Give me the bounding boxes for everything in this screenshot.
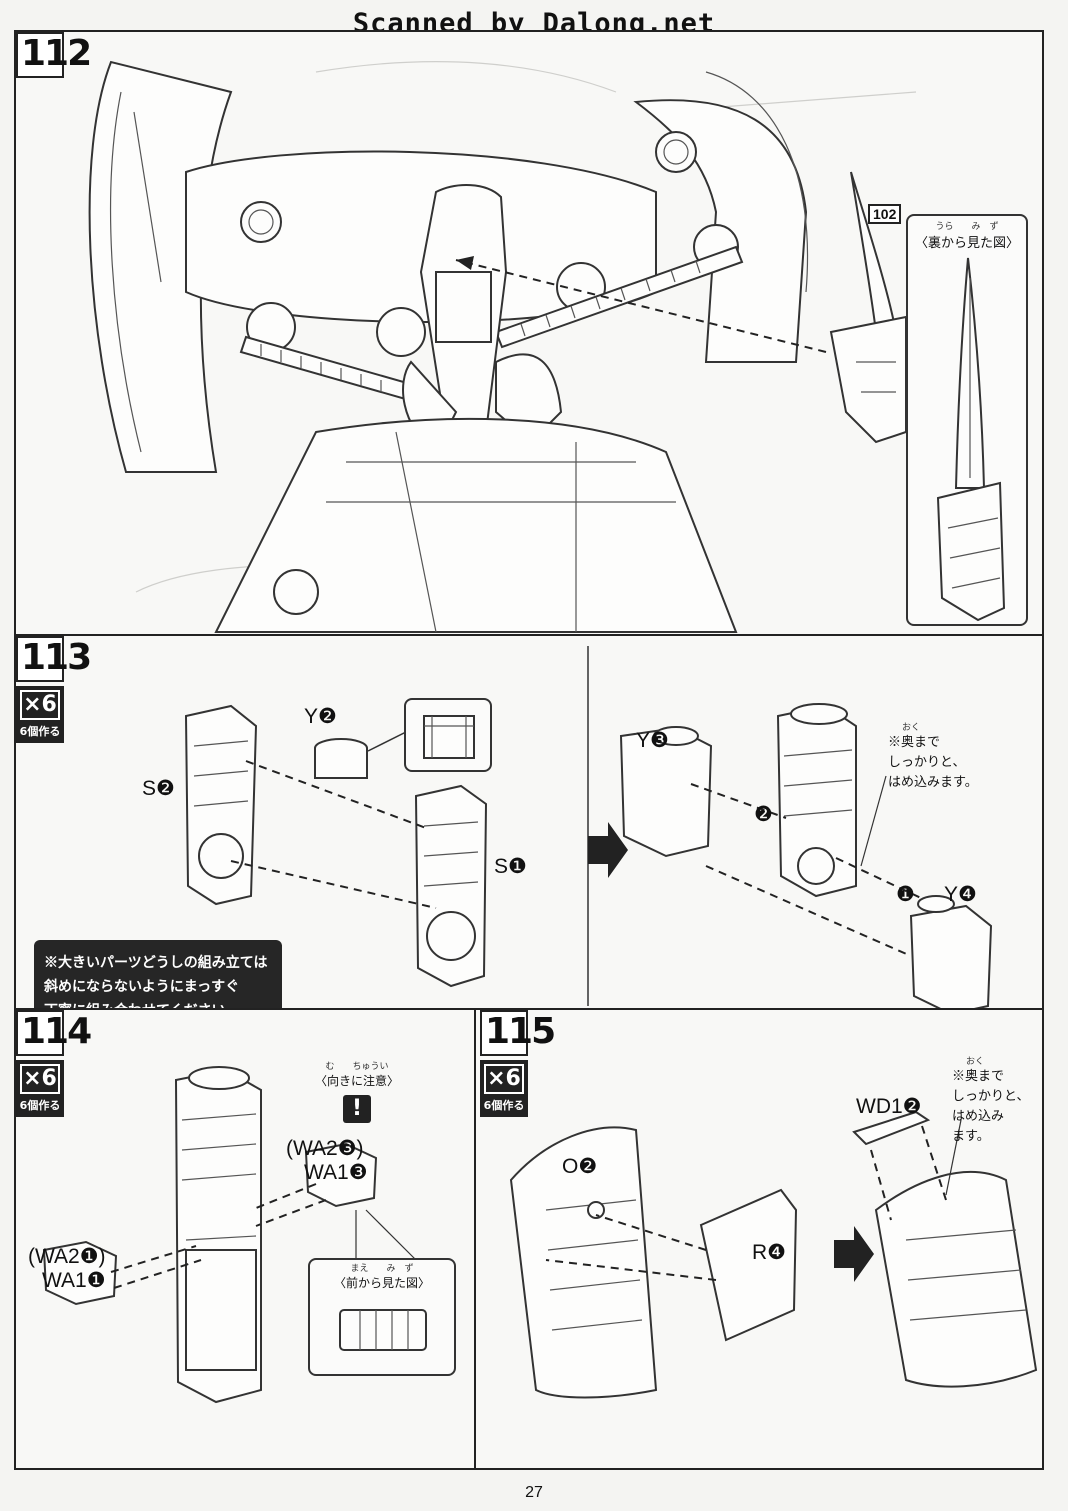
press-note-line: はめ込み	[952, 1108, 1005, 1123]
step-112-illustration	[88, 60, 917, 633]
step-113-illustration	[184, 646, 993, 1008]
y2-detail-callout	[404, 698, 492, 772]
press-fit-note: おく ※奥まで しっかりと、 はめ込み ます。	[952, 1056, 1029, 1146]
page-number: 27	[525, 1484, 543, 1501]
step-114-panel: 114 ×6 6個作る む ちゅうい 〈向きに注意〉	[16, 1010, 476, 1468]
press-note-line: はめ込みます。	[888, 774, 978, 789]
press-note-ruby: おく	[902, 722, 921, 732]
step-number: 112	[16, 32, 92, 78]
part-label-wa2-1: (WA2❶)	[28, 1245, 106, 1268]
part-label-o2: O❷	[562, 1155, 598, 1178]
front-view-illustration	[339, 1309, 427, 1351]
part-label-wa1-1: WA1❶	[42, 1269, 106, 1292]
part-102-tag: 102	[868, 204, 902, 224]
alert-icon: !	[343, 1095, 371, 1123]
rear-view-ruby: うら み ず	[935, 222, 999, 232]
press-note-line: しっかりと、	[952, 1088, 1030, 1103]
rear-view-illustration	[936, 257, 1006, 622]
step-113-panel: 113 ×6 6個作る	[16, 636, 1042, 1010]
quantity-badge: ×6 6個作る	[480, 1060, 528, 1117]
warning-line: 斜めにならないようにまっすぐ	[44, 978, 240, 994]
part-label-s2: S❷	[142, 777, 175, 800]
press-note-line: ※奥まで	[888, 734, 941, 749]
make-count-label: 6個作る	[19, 1099, 61, 1112]
press-note-line: ※奥まで	[952, 1068, 1005, 1083]
quantity-value: ×6	[484, 1064, 524, 1094]
part-label-wa1-3: WA1❸	[304, 1161, 368, 1184]
front-view-ruby: まえ み ず	[350, 1264, 414, 1274]
step-114-illustration	[42, 1066, 417, 1404]
quantity-badge: ×6 6個作る	[16, 1060, 64, 1117]
step-115-panel: 115 ×6 6個作る O❷ R❹ WD1	[476, 1010, 1042, 1468]
part-label-r4: R❹	[752, 1241, 786, 1264]
make-count-label: 6個作る	[19, 725, 61, 738]
orientation-ruby: む ちゅうい	[325, 1062, 389, 1072]
front-view-label: 〈前から見た図〉	[333, 1276, 430, 1290]
part-label-wa2-3: (WA2❸)	[286, 1137, 364, 1160]
press-fit-note: おく ※奥まで しっかりと、 はめ込みます。	[888, 722, 978, 792]
instruction-page: 112 102 うら み ず 〈裏から見た図〉 113 ×6 6個作る	[14, 30, 1044, 1470]
front-view-callout: まえ み ず 〈前から見た図〉	[308, 1258, 456, 1376]
orientation-label: 〈向きに注意〉	[314, 1074, 399, 1088]
part-label-y2: Y❷	[304, 705, 337, 728]
quantity-value: ×6	[20, 690, 60, 720]
step-115-illustration	[509, 1110, 1038, 1399]
quantity-badge: ×6 6個作る	[16, 686, 64, 743]
rear-view-label: 〈裏から見た図〉	[914, 235, 1019, 250]
step-112-panel: 112 102 うら み ず 〈裏から見た図〉	[16, 32, 1042, 636]
part-label-y4: Y❹	[944, 883, 977, 906]
part-label-y3: Y❸	[636, 729, 669, 752]
warning-line: ※大きいパーツどうしの組み立ては	[44, 954, 268, 970]
press-note-ruby: おく	[966, 1056, 985, 1066]
press-note-line: しっかりと、	[888, 754, 966, 769]
warning-line: 丁寧に組み合わせてください。	[44, 1002, 240, 1010]
order-marker-2: ❷	[754, 803, 773, 826]
make-count-label: 6個作る	[483, 1099, 525, 1112]
part-label-wd1-2: WD1❷	[856, 1095, 922, 1118]
assembly-warning-box: ※大きいパーツどうしの組み立ては 斜めにならないようにまっすぐ 丁寧に組み合わせ…	[34, 940, 282, 1010]
part-label-s1: S❶	[494, 855, 527, 878]
order-marker-1: ❶	[896, 883, 915, 906]
press-note-line: ます。	[952, 1128, 990, 1143]
quantity-value: ×6	[20, 1064, 60, 1094]
y2-detail-illustration	[423, 715, 475, 759]
rear-view-callout: うら み ず 〈裏から見た図〉	[906, 214, 1028, 626]
orientation-warning: む ちゅうい 〈向きに注意〉 !	[312, 1062, 402, 1123]
